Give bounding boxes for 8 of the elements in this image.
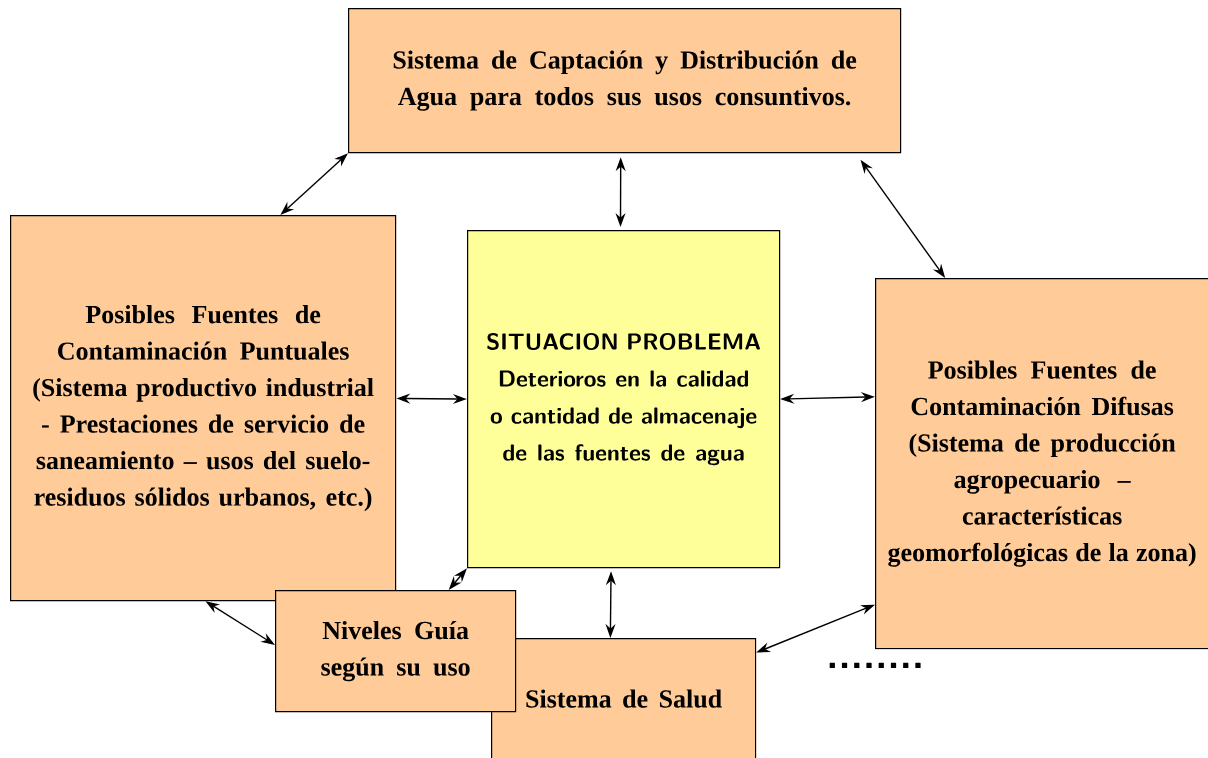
process-box: Niveles Guía según su uso <box>275 590 517 713</box>
problem-box: SITUACION PROBLEMA Deterioros en la calidad o cantidad de almacenaje de las fuentes de agua <box>467 230 781 569</box>
source-box: Posibles Fuentes de Contaminación Difusas (Sistema de producción agropecuario – características geomorfológicas de la zona) <box>875 278 1208 650</box>
process-box: Sistema de Salud <box>491 638 757 758</box>
process-box: Sistema de Captación y Distribución de Agua para todos sus usos consuntivos. <box>348 8 902 154</box>
node-label: Sistema de Salud <box>526 689 722 708</box>
source-box: Posibles Fuentes de Contaminación Puntuales (Sistema productivo industrial - Prestaciones de servicio de saneamiento – usos del suelo- residuos sólidos urbanos, etc.) <box>10 215 397 602</box>
ellipsis-text: ........ <box>829 662 921 668</box>
